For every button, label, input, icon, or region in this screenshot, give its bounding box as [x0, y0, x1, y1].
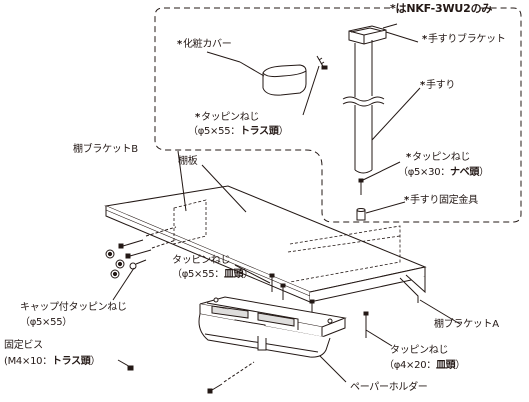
handrail-bracket	[348, 25, 387, 45]
label-paper-holder: ペーパーホルダー	[350, 382, 428, 393]
spec-phi4x20-dish: （φ4×20：皿頭）	[384, 360, 466, 371]
nkf-region-outline	[154, 7, 522, 223]
cover-screw	[316, 55, 328, 70]
paper-holder	[198, 296, 347, 358]
wall-screws-left	[118, 226, 177, 259]
label-cosmetic-cover: *化粧カバー	[177, 39, 232, 50]
handrail-fixing-fitting	[356, 208, 366, 221]
label-tapping-screw-cover: *タッピンねじ	[195, 112, 260, 123]
label-tapping-screw-bracket: タッピンねじ	[390, 345, 449, 356]
label-shelf-bracket-a: 棚ブラケットA	[434, 319, 499, 330]
label-shelf-board: 棚板	[178, 156, 198, 167]
spec-phi5x55-dish: （φ5×55：皿頭）	[172, 269, 254, 280]
label-handrail-fixing-fitting: *手すり固定金具	[404, 195, 478, 206]
shelf-hidden-lines	[173, 199, 401, 283]
shelf-board	[104, 185, 427, 303]
cosmetic-cover	[262, 64, 307, 96]
model-note: *はNKF-3WU2のみ	[390, 2, 493, 15]
label-fixing-screw: 固定ビス	[4, 340, 43, 351]
label-shelf-bracket-b: 棚ブラケットB	[73, 144, 138, 155]
right-bracket-screw	[363, 311, 369, 338]
label-capped-tapping-screw: キャップ付タッピンねじ	[20, 302, 127, 313]
capped-tapping-screws	[105, 249, 147, 279]
label-handrail: *手すり	[420, 80, 456, 91]
fixing-screw	[207, 361, 255, 394]
spec-phi5x30-pan: （φ5×30：ナベ頭）	[398, 167, 489, 178]
spec-m4x10-truss: (M4×10：トラス頭）	[4, 356, 101, 367]
spec-phi5x55: （φ5×55）	[20, 317, 72, 328]
handrail-pipe	[342, 40, 385, 174]
label-tapping-screw-pan: *タッピンねじ	[406, 152, 471, 163]
label-handrail-bracket: *手すりブラケット	[422, 34, 506, 45]
label-tapping-screw-dish: タッピンねじ	[172, 255, 231, 266]
spec-phi5x55-truss: （φ5×55：トラス頭）	[188, 126, 289, 137]
pan-head-screw	[358, 178, 364, 195]
